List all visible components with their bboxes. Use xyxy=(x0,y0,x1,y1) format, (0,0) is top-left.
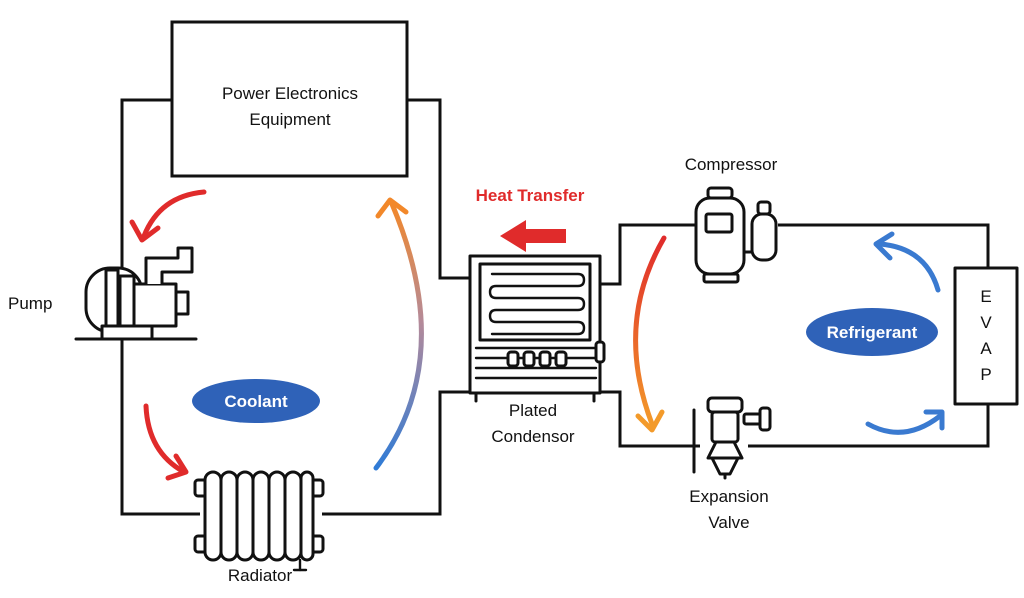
condensor-icon: Plated Condensor xyxy=(468,254,606,446)
compressor-label: Compressor xyxy=(685,155,778,174)
pipe-valve-to-condensor xyxy=(600,390,700,448)
condensor-label-line2: Condensor xyxy=(491,427,575,446)
condensor-label-line1: Plated xyxy=(509,401,557,420)
expansion-valve-label-line2: Valve xyxy=(708,513,749,532)
evap-letter-v: V xyxy=(980,313,992,332)
flow-arrow-icon xyxy=(633,235,667,433)
pipe-evap-to-valve xyxy=(748,404,990,448)
evap-letter-a: A xyxy=(980,339,992,358)
pipe-bottom-right xyxy=(322,390,470,516)
flow-arrow-icon xyxy=(143,403,189,481)
heat-transfer-label: Heat Transfer xyxy=(476,186,585,205)
radiator-label: Radiator xyxy=(228,566,293,585)
evaporator: E V A P xyxy=(953,266,1019,406)
pipe-compressor-to-evap xyxy=(778,223,990,268)
evap-letter-p: P xyxy=(980,365,991,384)
heat-transfer: Heat Transfer xyxy=(476,186,585,252)
evap-letter-e: E xyxy=(980,287,991,306)
flow-arrow-icon xyxy=(373,197,424,471)
pipe-top-right xyxy=(407,98,470,280)
refrigerant-loop-pipes xyxy=(600,223,990,448)
power-electronics-equipment: Power Electronics Equipment xyxy=(170,20,409,178)
expansion-valve-label-line1: Expansion xyxy=(689,487,768,506)
refrigerant-badge: Refrigerant xyxy=(806,308,938,356)
coolant-badge: Coolant xyxy=(192,379,320,423)
flow-arrow-icon xyxy=(873,231,941,293)
pipe-condensor-to-compressor xyxy=(600,223,700,286)
expansion-valve-icon: Expansion Valve xyxy=(689,396,772,532)
pump-label: Pump xyxy=(8,294,52,313)
pump-icon: Pump xyxy=(8,246,198,341)
power-electronics-label-line2: Equipment xyxy=(249,110,331,129)
coolant-label: Coolant xyxy=(224,392,288,411)
radiator-icon: Radiator xyxy=(193,470,325,585)
flow-arrow-icon xyxy=(129,189,207,243)
refrigerant-label: Refrigerant xyxy=(827,323,918,342)
compressor-icon: Compressor xyxy=(685,155,778,284)
heat-transfer-arrow-icon xyxy=(500,220,566,252)
flow-arrow-icon xyxy=(865,409,945,435)
power-electronics-label-line1: Power Electronics xyxy=(222,84,358,103)
